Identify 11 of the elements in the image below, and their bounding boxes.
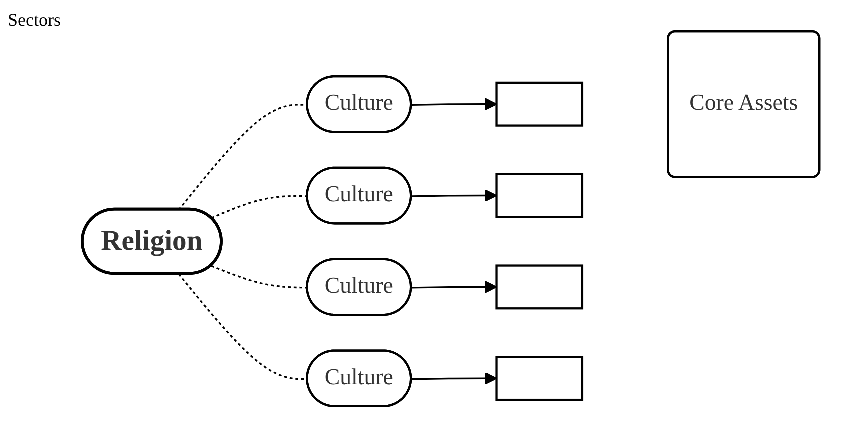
arrow: [412, 98, 498, 111]
label-text: Sectors: [8, 10, 61, 31]
node-box: [496, 356, 584, 402]
arrow: [412, 190, 498, 202]
node-box: [496, 82, 584, 127]
connector: [211, 265, 308, 289]
arrow: [412, 280, 498, 294]
arrow: [412, 372, 498, 385]
node-box: [496, 173, 584, 218]
node-box: [496, 264, 584, 310]
connector: [211, 195, 308, 220]
